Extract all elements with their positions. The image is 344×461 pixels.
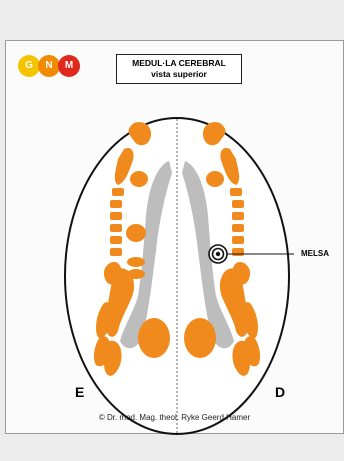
melsa-target-marker [209,245,227,263]
relay-left-3 [112,188,124,196]
copyright-text: © Dr. med. Mag. theol. Ryke Geerd Hamer [6,413,343,422]
relay-right-4 [232,200,244,208]
relay-left-large [138,318,170,358]
relay-right-round-1 [206,171,224,187]
label-right-hemisphere: D [275,384,285,400]
relay-right-3 [230,188,242,196]
relay-left-8 [110,248,122,256]
relay-right-5 [232,212,244,220]
label-melsa: MELSA [301,249,329,258]
relay-left-round-1 [130,171,148,187]
cerebral-medulla-diagram [6,41,344,435]
relay-right-large [184,318,216,358]
relay-left-4 [110,200,122,208]
relay-right-7 [232,236,244,244]
relay-left-round-2 [126,224,146,242]
relay-right-8 [232,248,244,256]
relay-left-7 [110,236,122,244]
relay-left-6 [110,224,122,232]
relay-left-pill-1 [127,257,145,267]
diagram-card: G N M MEDUL·LA CEREBRAL vista superior [5,40,344,434]
relay-left-5 [110,212,122,220]
relay-right-6 [232,224,244,232]
label-left-hemisphere: E [75,384,84,400]
